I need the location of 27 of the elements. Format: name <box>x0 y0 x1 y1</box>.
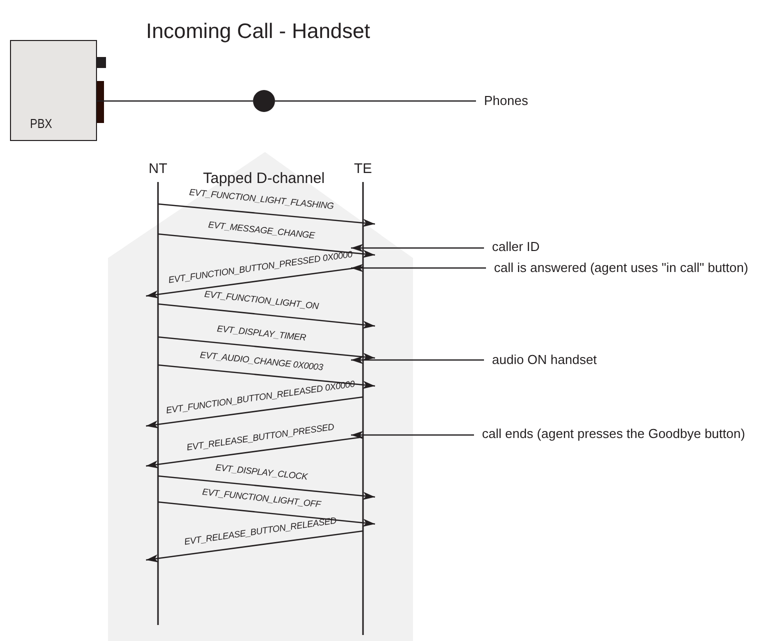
message-arrow <box>146 396 364 428</box>
message-arrow <box>158 336 376 361</box>
connection-line <box>97 100 253 102</box>
message-arrow <box>146 530 364 562</box>
annotation-text: call is answered (agent uses "in call" button) <box>494 260 748 275</box>
message-arrow <box>158 501 376 527</box>
connection-line <box>275 100 476 102</box>
message-arrow <box>158 475 376 500</box>
message-arrow <box>158 364 376 389</box>
leader-arrow <box>351 431 474 439</box>
tapped-channel-band <box>108 152 413 641</box>
leader-arrow <box>351 264 486 272</box>
leader-arrow <box>351 356 484 364</box>
message-label: EVT_DISPLAY_TIMER <box>216 323 306 342</box>
tap-point <box>253 90 275 112</box>
leader-arrow <box>351 244 484 252</box>
diagram-title: Incoming Call - Handset <box>146 20 370 44</box>
message-arrow <box>146 436 364 468</box>
annotation-text: call ends (agent presses the Goodbye button) <box>482 426 746 441</box>
annotation-text: caller ID <box>492 239 540 254</box>
message-arrow <box>146 266 364 298</box>
message-arrow <box>158 303 376 329</box>
annotation-text: audio ON handset <box>492 352 597 367</box>
band-title: Tapped D-channel <box>203 170 325 187</box>
message-arrow <box>158 233 376 258</box>
message-arrow <box>158 203 376 227</box>
phones-label: Phones <box>484 93 528 108</box>
